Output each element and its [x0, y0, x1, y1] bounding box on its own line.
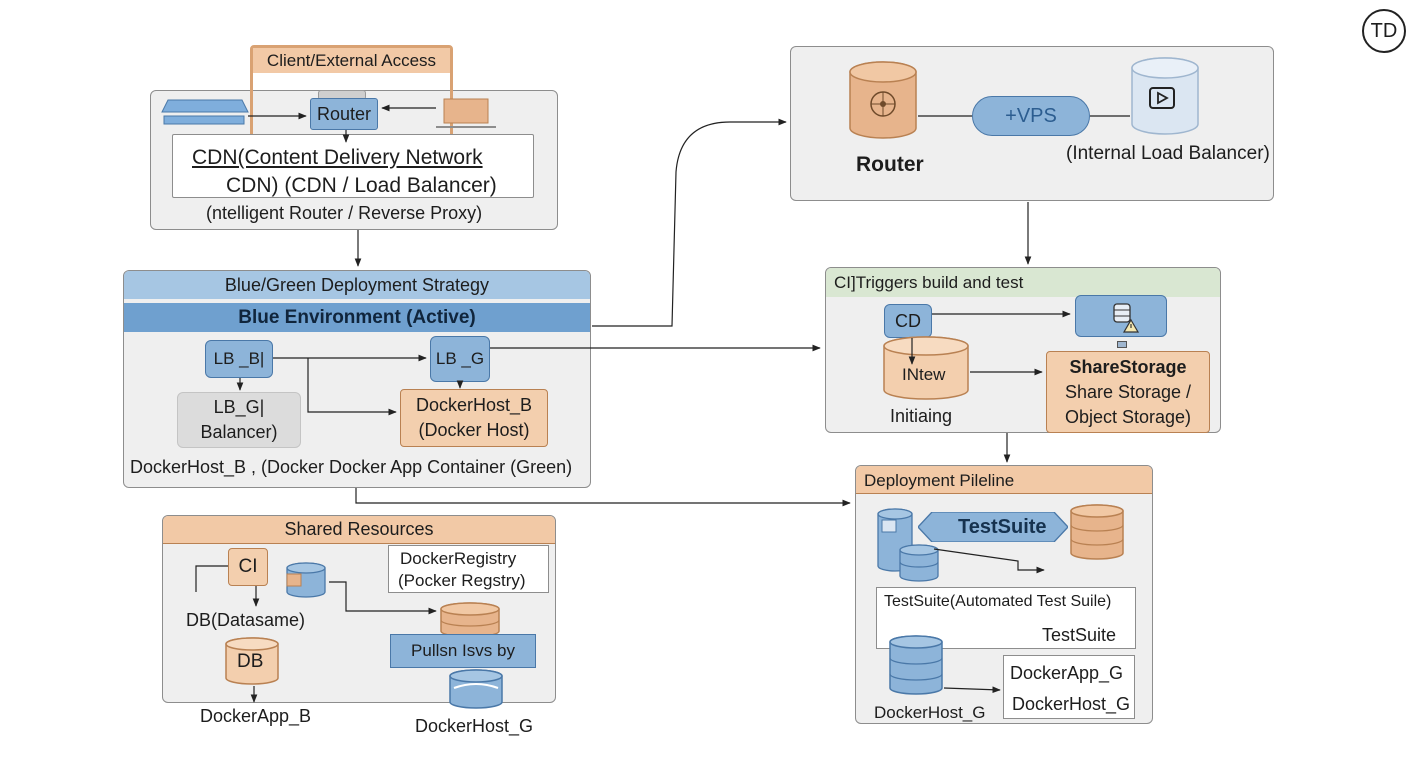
client-title-label: Client/External Access	[266, 50, 437, 70]
storage-small-icon	[1117, 341, 1127, 348]
dockerhost-g2-label: DockerHost_G	[1012, 694, 1131, 714]
pipeline-peach-db-icon	[1069, 503, 1125, 561]
testsuite-line: TestSuite(Automated Test Suile)	[884, 593, 1112, 610]
client-server-icon	[436, 95, 496, 131]
bluegreen-title-label: Blue/Green Deployment Strategy	[224, 274, 490, 295]
pipeline-dockerhost-g-label: DockerHost_G	[874, 703, 986, 722]
dockerhost-b-line2: (Docker Host)	[418, 420, 530, 440]
cdn-box[interactable]	[172, 134, 534, 198]
shared-db-cylinder[interactable]	[224, 636, 280, 686]
blue-env-label: Blue Environment (Active)	[238, 306, 476, 328]
pipeline-db-stack-icon	[876, 506, 946, 586]
sharestorage-node[interactable]: ShareStorage Share Storage / Object Stor…	[1046, 351, 1210, 433]
testsuite-banner-shape[interactable]	[917, 511, 1069, 543]
initiating-label: Initiaing	[890, 406, 953, 426]
balancer-node[interactable]: LB_G| Balancer)	[177, 392, 301, 448]
dockerapp-b-label: DockerApp_B	[200, 706, 312, 726]
sharestorage-line2: Object Storage)	[1064, 406, 1192, 427]
dockerapp-g-box[interactable]	[1003, 655, 1135, 719]
ci-title: CI]Triggers build and test	[834, 273, 1024, 292]
db-datasame-label: DB(Datasame)	[186, 610, 306, 630]
new-cylinder[interactable]	[882, 336, 970, 400]
lb-g-label: LB _G	[435, 349, 485, 368]
testsuite-banner-label: TestSuite	[958, 516, 1047, 538]
shared-ci-label: CI	[238, 556, 258, 577]
router-cylinder-icon[interactable]	[848, 60, 918, 140]
pull-node[interactable]: Pullsn Isvs by	[390, 634, 536, 668]
proxy-label: (ntelligent Router / Reverse Proxy)	[206, 203, 483, 223]
pull-label: Pullsn Isvs by	[411, 641, 515, 660]
pipeline-server-stack-icon	[888, 634, 944, 696]
shared-ci-node[interactable]: CI	[228, 548, 268, 586]
ilb-label: (Internal Load Balancer)	[1066, 143, 1270, 164]
shared-db-icon	[283, 560, 329, 600]
sharestorage-title: ShareStorage	[1069, 356, 1187, 377]
balancer-line2: Balancer)	[200, 422, 278, 442]
testsuite-label: TestSuite	[1042, 625, 1117, 645]
cd-node[interactable]: CD	[884, 304, 932, 338]
shared-title: Shared Resources	[284, 519, 434, 539]
lb-b-node[interactable]: LB _B|	[205, 340, 273, 378]
registry-stack-icon	[439, 601, 501, 639]
vps-pill-label: +VPS	[1005, 104, 1057, 127]
balancer-line1: LB_G|	[213, 397, 265, 417]
lb-g-node[interactable]: LB _G	[430, 336, 490, 382]
vps-router-label: Router	[856, 153, 924, 176]
vps-pill[interactable]: +VPS	[972, 96, 1090, 136]
cdn-line1: CDN(Content Delivery Network	[192, 146, 483, 169]
bluegreen-to-pipeline-arrow	[355, 488, 851, 507]
storage-alert-node[interactable]	[1075, 295, 1167, 337]
dockerapp-g-label: DockerApp_G	[1010, 663, 1124, 683]
shared-title-bar: Shared Resources	[163, 516, 555, 544]
client-router[interactable]: Router	[310, 98, 378, 130]
client-device-icon	[160, 96, 250, 128]
ilb-cylinder-icon[interactable]	[1130, 56, 1200, 136]
pipeline-title-bar	[856, 466, 1152, 494]
dockerhost-b-line1: DockerHost_B	[415, 395, 533, 415]
blue-env-bar: Blue Environment (Active)	[124, 303, 590, 332]
bluegreen-footer: DockerHost_B , (Docker Docker App Contai…	[130, 457, 573, 477]
td-logo-text: TD	[1370, 19, 1398, 42]
storage-warning-icon	[1113, 303, 1140, 333]
shared-db-label: DB	[237, 651, 264, 672]
dockerhost-b-node[interactable]: DockerHost_B (Docker Host)	[400, 389, 548, 447]
shared-dockerhost-g-label: DockerHost_G	[415, 716, 534, 736]
blue-env-to-vps-arrow	[592, 118, 787, 327]
sharestorage-line1: Share Storage /	[1064, 381, 1192, 402]
client-title: Client/External Access	[253, 48, 450, 73]
td-logo: TD	[1362, 9, 1406, 53]
lb-b-label: LB _B|	[213, 349, 265, 368]
ci-title-bar	[826, 268, 1220, 297]
pipeline-title: Deployment Pileline	[864, 471, 1015, 490]
new-label: INtew	[902, 365, 946, 384]
client-router-label: Router	[316, 103, 372, 124]
cd-label: CD	[895, 310, 921, 331]
registry-line2: (Pocker Regstry)	[398, 571, 526, 590]
cdn-line2: CDN) (CDN / Load Balancer)	[226, 174, 497, 197]
registry-line1: DockerRegistry	[400, 549, 517, 568]
dockerhost-g-icon	[448, 668, 504, 710]
bluegreen-title: Blue/Green Deployment Strategy	[124, 271, 590, 299]
